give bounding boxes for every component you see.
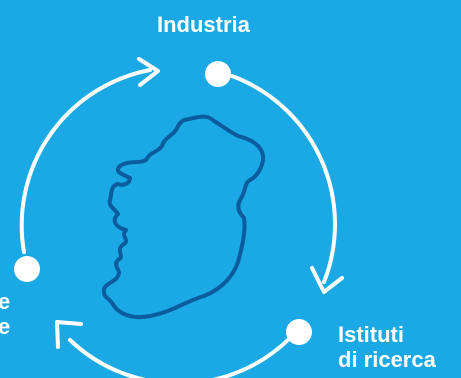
arc-industria-to-istituti [230,74,337,284]
label-left-line2: e [0,314,11,339]
arc-istituti-to-left [68,336,292,378]
label-istituti-line2: di ricerca [338,347,436,372]
label-left-node: e e [0,289,10,339]
arrowhead-up-left-icon [55,320,83,349]
label-istituti-line1: Istituti [338,322,404,347]
arrowhead-down-icon [310,266,344,294]
label-istituti-di-ricerca: Istituti di ricerca [338,322,436,372]
node-dot-industria [205,61,231,87]
arc-left-to-industria [19,68,152,254]
label-left-line1: e [0,289,11,314]
label-industria: Industria [157,12,250,37]
ireland-map-icon [101,114,265,319]
node-dot-istituti [286,319,312,345]
node-dot-left [14,256,40,282]
arrowhead-right-icon [137,57,160,87]
